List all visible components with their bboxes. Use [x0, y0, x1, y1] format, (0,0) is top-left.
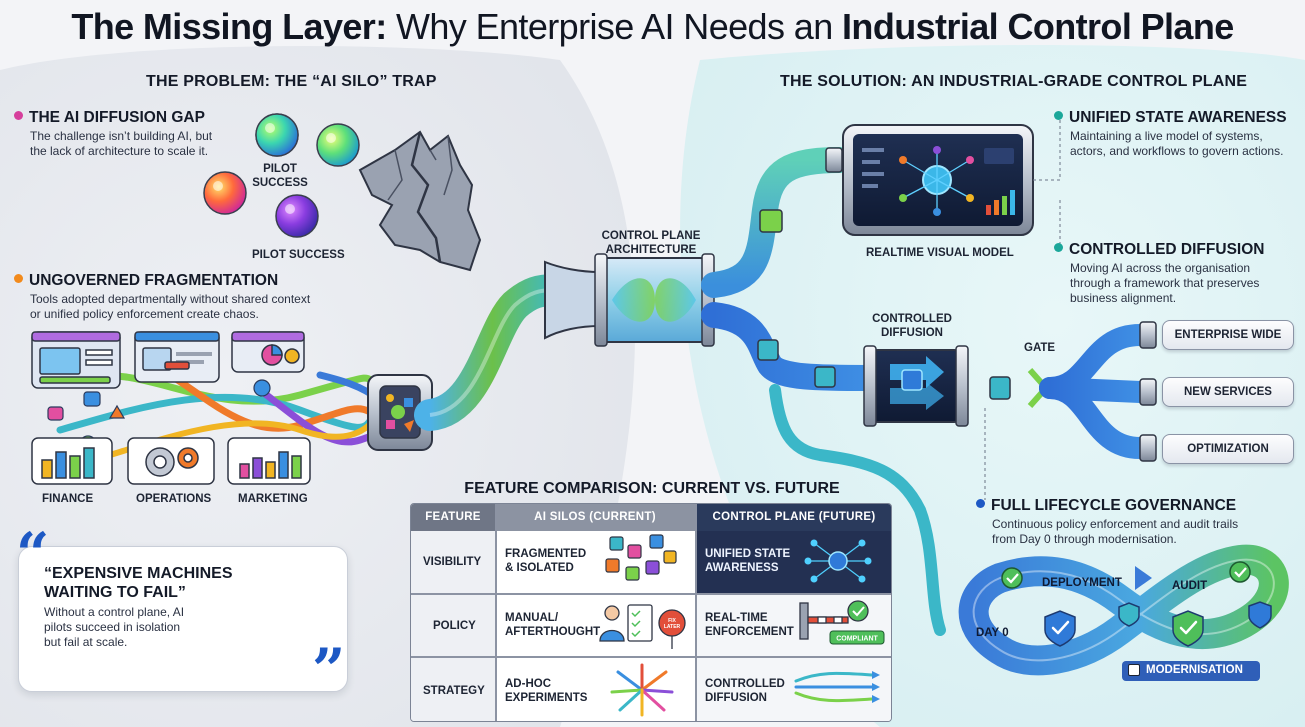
fix-sign-text-1: FIX: [668, 618, 676, 624]
dept-marketing-label: MARKETING: [238, 493, 308, 505]
dept-finance-label: FINANCE: [42, 493, 94, 505]
table-row-current: FRAGMENTED & ISOLATED: [505, 548, 587, 574]
comparison-title: FEATURE COMPARISON: CURRENT VS. FUTURE: [464, 480, 840, 497]
problem-heading: THE PROBLEM: THE “AI SILO” TRAP: [146, 73, 437, 90]
unified-state-title: UNIFIED STATE AWARENESS: [1054, 109, 1287, 127]
gate-label: GATE: [1024, 342, 1056, 354]
table-row-future: REAL-TIME ENFORCEMENT: [705, 612, 794, 638]
fix-sign-text-2: LATER: [664, 624, 681, 630]
document-icon: [1128, 664, 1140, 676]
control-plane-label: CONTROL PLANE ARCHITECTURE: [601, 230, 701, 256]
teal-dot-icon-2: [1054, 243, 1063, 252]
diffusion-gap-title: THE AI DIFFUSION GAP: [14, 109, 205, 127]
fragmentation-body: Tools adopted departmentally without sha…: [30, 292, 311, 321]
output-new-services: NEW SERVICES: [1162, 377, 1294, 407]
page-title: The Missing Layer: Why Enterprise AI Nee…: [0, 6, 1305, 48]
title-part-1: The Missing Layer:: [71, 6, 387, 47]
table-row-feature: STRATEGY: [423, 685, 485, 697]
table-row-feature: VISIBILITY: [423, 556, 482, 568]
header-future: CONTROL PLANE (FUTURE): [695, 504, 891, 531]
output-optimization: OPTIMIZATION: [1162, 434, 1294, 464]
unified-state-body: Maintaining a live model of systems, act…: [1070, 129, 1284, 158]
header-current: AI SILOS (CURRENT): [495, 504, 695, 531]
orange-dot-icon: [14, 274, 23, 283]
fragmentation-title: UNGOVERNED FRAGMENTATION: [14, 272, 278, 290]
close-quote-icon: ”: [312, 636, 346, 704]
header-feature: FEATURE: [411, 504, 495, 531]
diffusion-chamber-label: CONTROLLED DIFFUSION: [872, 313, 952, 339]
quote-body: Without a control plane, AI pilots succe…: [44, 605, 185, 649]
dept-operations-label: OPERATIONS: [136, 493, 212, 505]
lifecycle-title: FULL LIFECYCLE GOVERNANCE: [976, 497, 1236, 515]
loop-audit-label: AUDIT: [1172, 580, 1208, 592]
table-row-current: MANUAL/ AFTERTHOUGHT: [505, 612, 601, 638]
blue-dot-icon: [976, 499, 985, 508]
output-enterprise-wide: ENTERPRISE WIDE: [1162, 320, 1294, 350]
pink-dot-icon: [14, 111, 23, 120]
teal-dot-icon: [1054, 111, 1063, 120]
compliant-badge: COMPLIANT: [836, 636, 878, 643]
modernisation-badge: MODERNISATION: [1122, 661, 1260, 681]
title-part-3: Industrial Control Plane: [842, 6, 1234, 47]
table-row-future: CONTROLLED DIFFUSION: [705, 678, 785, 704]
controlled-diffusion-body: Moving AI across the organisation throug…: [1070, 261, 1260, 305]
table-row-current: AD-HOC EXPERIMENTS: [505, 678, 588, 704]
table-row-future: UNIFIED STATE AWARENESS: [705, 548, 791, 574]
pilot-success-label-1: PILOT SUCCESS: [252, 163, 308, 189]
realtime-model-label: REALTIME VISUAL MODEL: [866, 247, 1014, 259]
title-part-2: Why Enterprise AI Needs an: [396, 6, 833, 47]
table-illustrations: FIX LATER COMPLIANT: [599, 534, 885, 717]
table-row-feature: POLICY: [433, 620, 476, 632]
lifecycle-body: Continuous policy enforcement and audit …: [992, 517, 1239, 546]
loop-day0-label: DAY 0: [976, 627, 1009, 639]
quote-title: “EXPENSIVE MACHINES WAITING TO FAIL”: [44, 565, 233, 601]
open-quote-icon: “: [16, 520, 50, 588]
loop-deployment-label: DEPLOYMENT: [1042, 577, 1122, 589]
controlled-diffusion-title: CONTROLLED DIFFUSION: [1054, 241, 1264, 259]
pilot-success-label-2: PILOT SUCCESS: [252, 249, 345, 261]
solution-heading: THE SOLUTION: AN INDUSTRIAL-GRADE CONTRO…: [780, 73, 1248, 90]
quote-card: [18, 546, 348, 692]
diffusion-gap-body: The challenge isn’t building AI, but the…: [30, 129, 213, 158]
